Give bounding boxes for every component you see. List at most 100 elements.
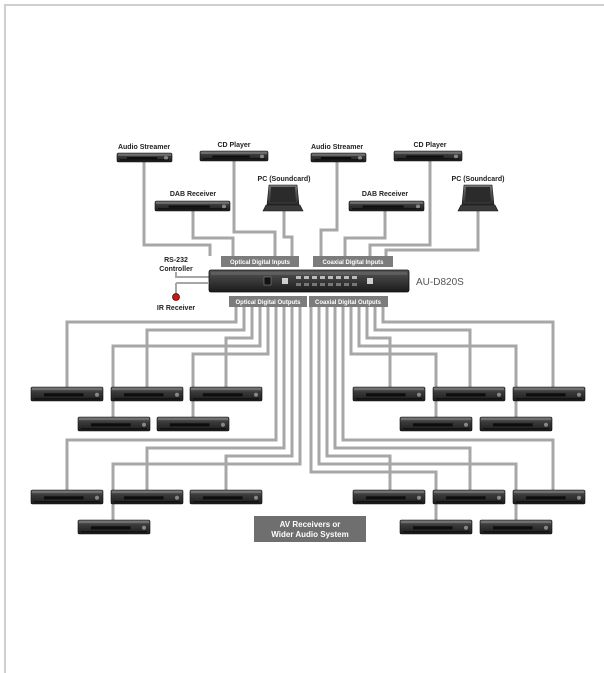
frame-border-left [4, 4, 6, 673]
input-cable-1 [142, 162, 212, 256]
label-pc-soundcard-2: PC (Soundcard) [452, 176, 505, 183]
optical-inputs-plate [221, 256, 299, 267]
sinks-label-line2: Wider Audio System [271, 530, 348, 539]
receiver-top-right-1 [352, 386, 426, 402]
label-audio-streamer-1: Audio Streamer [118, 144, 170, 151]
hub-chassis [208, 269, 410, 293]
output-cable-2 [145, 307, 246, 387]
hub-device: Optical Digital Inputs Coaxial Digital I… [208, 256, 464, 307]
cd-player-device-1 [199, 150, 269, 162]
output-cable-8 [365, 307, 392, 387]
receiver-bottom-left-2 [110, 489, 184, 505]
pc-laptop-device-2 [457, 184, 499, 212]
hub-led-row2-6 [336, 283, 341, 286]
output-cable-16 [333, 307, 472, 490]
optical-outputs-plate [229, 296, 307, 307]
dab-receiver-device-1 [154, 200, 231, 212]
receiver-top-right-5 [479, 416, 553, 432]
input-cables [142, 161, 480, 278]
receiver-top-left-5 [156, 416, 230, 432]
coaxial-inputs-label: Coaxial Digital Inputs [322, 260, 384, 266]
receiver-bottom-right-3 [512, 489, 586, 505]
input-cable-4 [282, 211, 294, 256]
coaxial-outputs-label: Coaxial Digital Outputs [315, 300, 382, 306]
hub-led-row2-2 [304, 283, 309, 286]
receiver-bottom-left-3 [189, 489, 263, 505]
optical-outputs-label: Optical Digital Outputs [235, 300, 301, 306]
hub-led-7 [344, 276, 349, 279]
hub-model-label: AU-D820S [416, 277, 464, 288]
output-cable-1 [65, 307, 238, 387]
output-cable-12 [145, 307, 286, 490]
cd-player-device-2 [393, 150, 463, 162]
receiver-bottom-left-1 [30, 489, 104, 505]
output-cable-13 [224, 307, 294, 490]
hub-led-6 [336, 276, 341, 279]
hub-led-row2-5 [328, 283, 333, 286]
hub-leds [296, 276, 357, 286]
pc-laptop-device-1 [262, 184, 304, 212]
receiver-bottom-right-4 [399, 519, 473, 535]
output-cable-4 [111, 307, 262, 417]
receiver-bottom-right-2 [432, 489, 506, 505]
hub-button-left [282, 278, 288, 284]
optical-inputs-label: Optical Digital Inputs [230, 260, 291, 266]
hub-led-row2-3 [312, 283, 317, 286]
hub-led-row2-7 [344, 283, 349, 286]
hub-button-right [367, 278, 373, 284]
receiver-top-left-1 [30, 386, 104, 402]
label-dab-receiver-2: DAB Receiver [362, 191, 409, 198]
receiver-bottom-right-1 [352, 489, 426, 505]
receiver-devices [30, 386, 586, 535]
rs232-controller-label: Controller [159, 266, 193, 273]
frame-border-top [4, 4, 604, 6]
label-audio-streamer-2: Audio Streamer [311, 144, 363, 151]
output-cable-5 [191, 307, 270, 417]
coaxial-inputs-plate [313, 256, 393, 267]
source-devices [116, 150, 499, 212]
label-cd-player-1: CD Player [217, 142, 250, 149]
input-cable-3 [232, 161, 277, 256]
output-cable-15 [341, 307, 555, 490]
hub-led-5 [328, 276, 333, 279]
input-cable-7 [368, 161, 432, 256]
hub-led-2 [304, 276, 309, 279]
receiver-top-left-4 [77, 416, 151, 432]
coaxial-outputs-plate [309, 296, 388, 307]
hub-led-3 [312, 276, 317, 279]
audio-streamer-device-1 [116, 152, 173, 163]
output-cables [65, 307, 555, 520]
receiver-top-left-3 [189, 386, 263, 402]
output-cable-6 [381, 307, 555, 387]
input-cable-8 [384, 211, 480, 256]
hub-led-row2-1 [296, 283, 301, 286]
label-pc-soundcard-1: PC (Soundcard) [258, 176, 311, 183]
receiver-bottom-left-4 [77, 519, 151, 535]
input-cable-5 [319, 162, 339, 256]
ir-receiver-label: IR Receiver [157, 305, 195, 312]
output-cable-3 [224, 307, 254, 387]
hub-led-row2-8 [352, 283, 357, 286]
audio-streamer-device-2 [310, 152, 367, 163]
output-cable-9 [357, 307, 518, 417]
sinks-label-box [254, 516, 366, 542]
input-cable-2 [191, 211, 235, 256]
hub-rs232-port [263, 276, 272, 286]
receiver-bottom-right-5 [479, 519, 553, 535]
label-cd-player-2: CD Player [413, 142, 446, 149]
receiver-top-right-3 [512, 386, 586, 402]
rs232-label: RS-232 [164, 257, 188, 264]
output-cable-18 [317, 307, 518, 520]
dab-receiver-device-2 [348, 200, 425, 212]
receiver-top-left-2 [110, 386, 184, 402]
input-cable-6 [343, 211, 387, 256]
receiver-top-right-2 [432, 386, 506, 402]
ir-receiver-icon [172, 293, 180, 301]
rs232-cable [175, 272, 209, 278]
label-dab-receiver-1: DAB Receiver [170, 191, 217, 198]
output-cable-10 [349, 307, 438, 417]
hub-led-4 [320, 276, 325, 279]
hub-led-1 [296, 276, 301, 279]
